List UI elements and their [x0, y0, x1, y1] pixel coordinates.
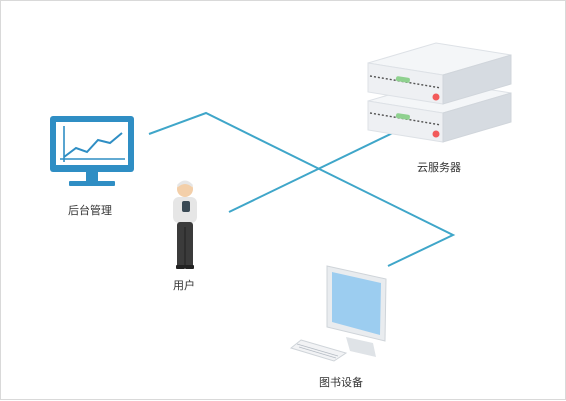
- person-icon: [173, 180, 197, 269]
- monitor-chart-icon: [50, 116, 134, 186]
- user-label: 用户: [173, 279, 195, 292]
- connector-user-to-server: [228, 128, 402, 213]
- admin-label: 后台管理: [68, 204, 112, 217]
- connector-admin-to-device: [148, 111, 456, 267]
- connectors: [148, 111, 456, 267]
- server-rack-icon: [367, 42, 512, 143]
- server-label: 云服务器: [417, 161, 461, 174]
- desktop-computer-icon: [289, 265, 387, 362]
- device-label: 图书设备: [319, 376, 363, 389]
